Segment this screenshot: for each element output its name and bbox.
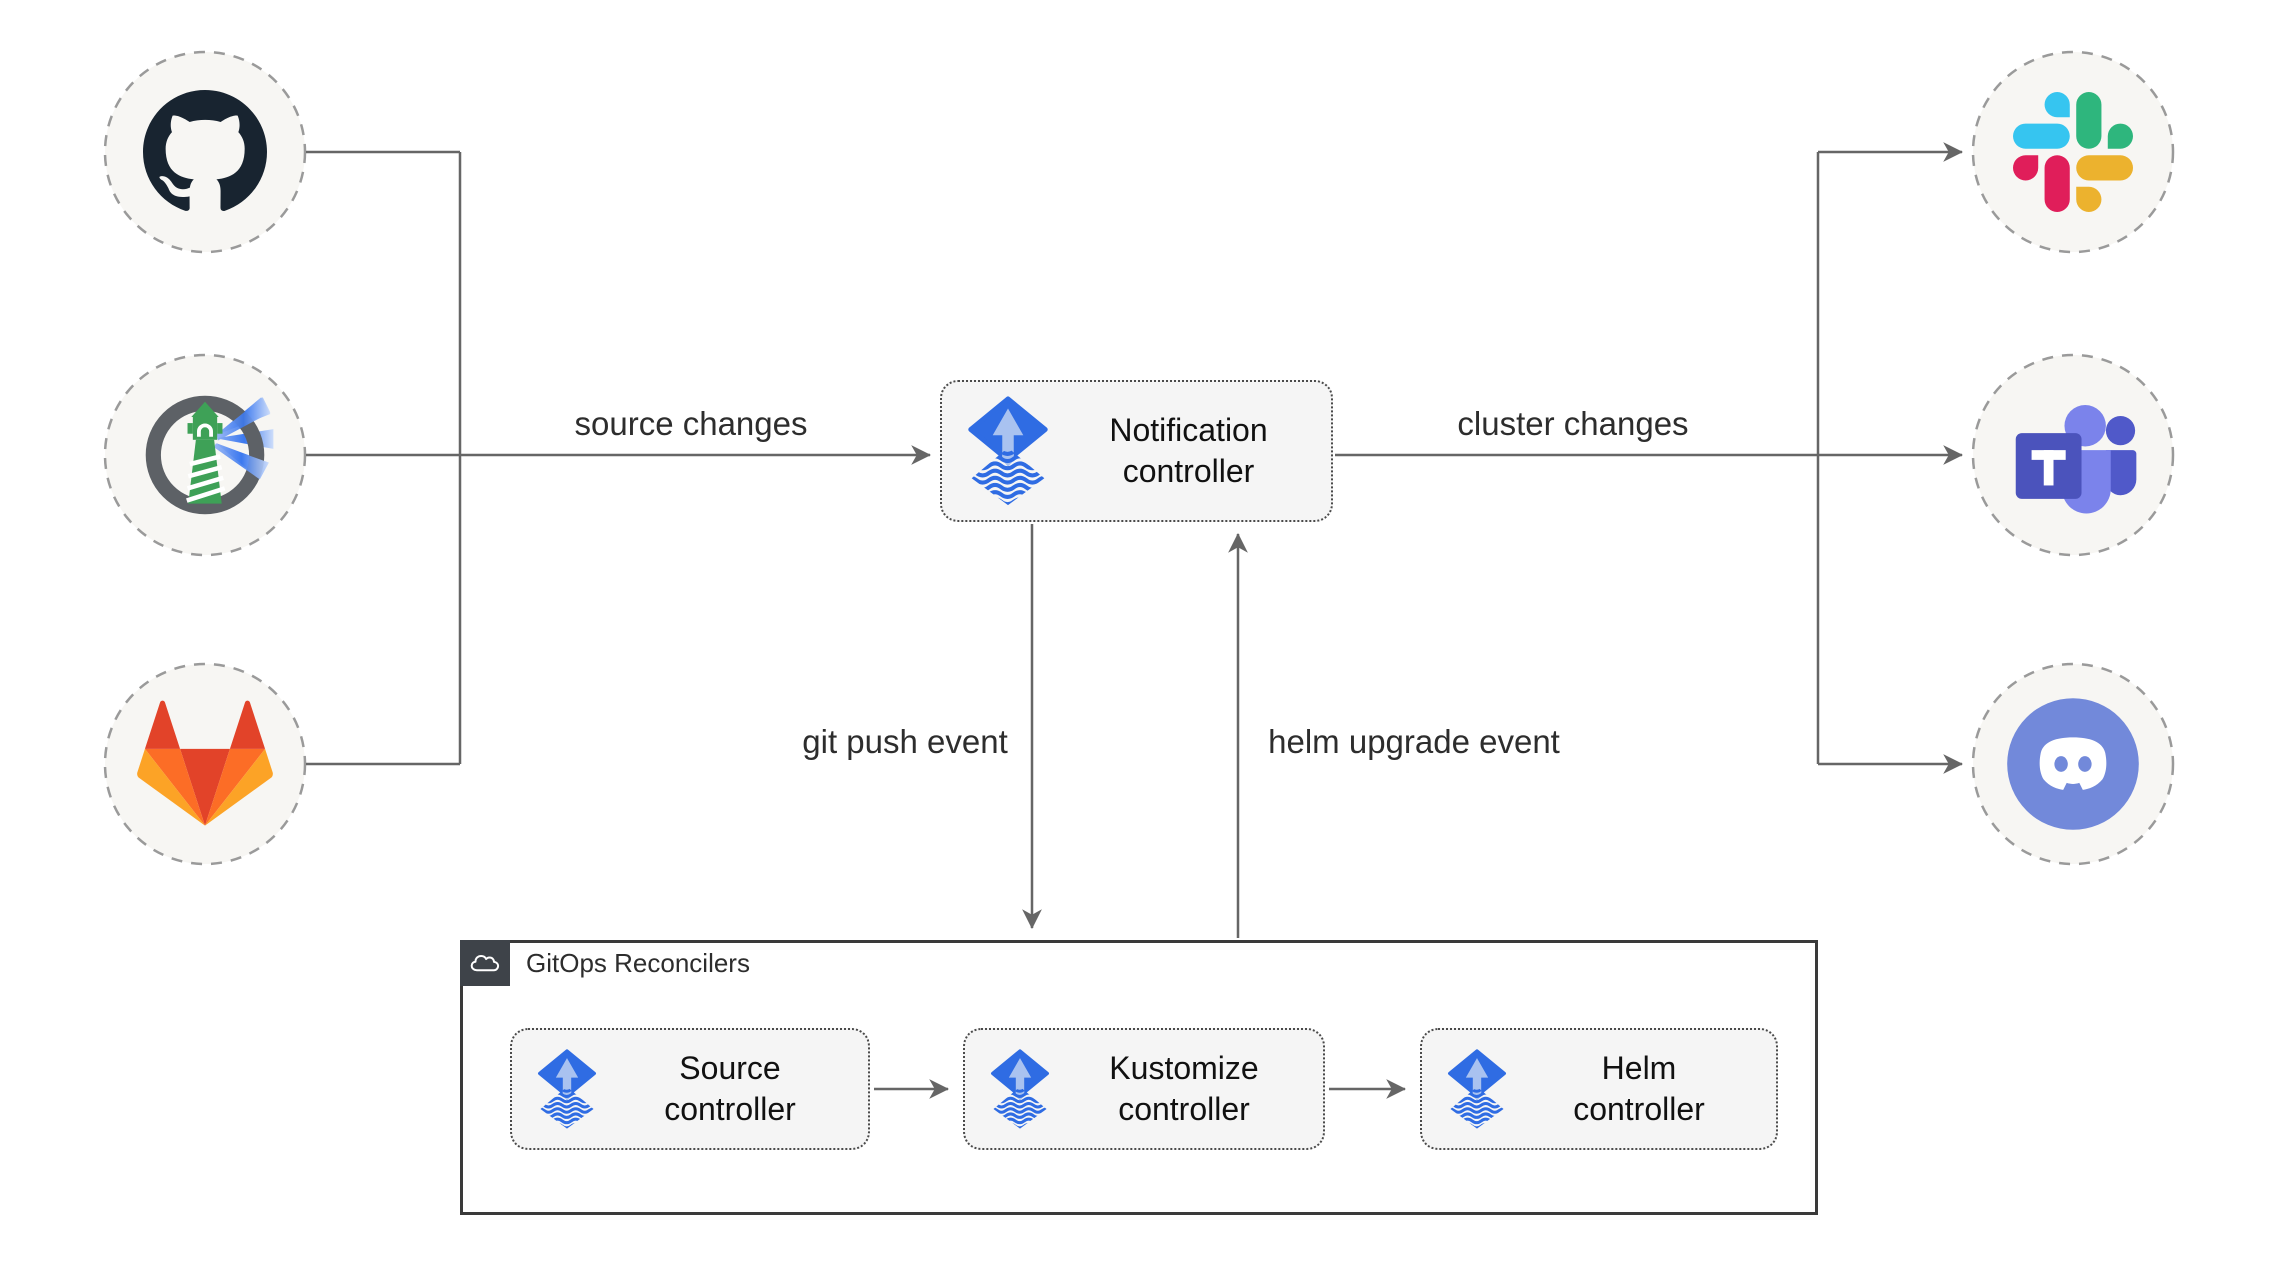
node-label: Notification controller	[1109, 412, 1268, 489]
slack-endpoint-circle[interactable]	[1971, 50, 2175, 254]
teams-icon	[2006, 394, 2140, 516]
edge-label-source-changes: source changes	[574, 405, 808, 442]
container-title: GitOps Reconcilers	[526, 947, 750, 978]
notification-controller-node[interactable]: Notification controller	[940, 380, 1333, 522]
kustomize-controller-node[interactable]: Kustomize controller	[963, 1028, 1325, 1150]
container-tab	[460, 940, 510, 986]
flux-icon	[532, 1049, 602, 1130]
node-label: Source controller	[664, 1050, 796, 1127]
flux-icon	[985, 1049, 1055, 1130]
gitlab-icon	[134, 696, 276, 832]
source-controller-node[interactable]: Source controller	[510, 1028, 870, 1150]
edge-label-git-push-event: git push event	[802, 723, 1008, 760]
node-label: Kustomize controller	[1109, 1050, 1259, 1127]
github-endpoint-circle[interactable]	[103, 50, 307, 254]
github-icon	[143, 90, 267, 214]
edge-label-helm-upgrade-event: helm upgrade event	[1268, 723, 1560, 760]
harbor-icon	[129, 379, 281, 531]
cloud-icon	[467, 947, 503, 979]
helm-controller-node[interactable]: Helm controller	[1420, 1028, 1778, 1150]
slack-icon	[2013, 92, 2133, 212]
gitops-reconcilers-container[interactable]	[460, 940, 1818, 1215]
node-label: Helm controller	[1573, 1050, 1705, 1127]
edge-label-cluster-changes: cluster changes	[1457, 405, 1689, 442]
flux-icon	[1442, 1049, 1512, 1130]
discord-icon	[2003, 694, 2143, 834]
flux-icon	[960, 396, 1056, 507]
